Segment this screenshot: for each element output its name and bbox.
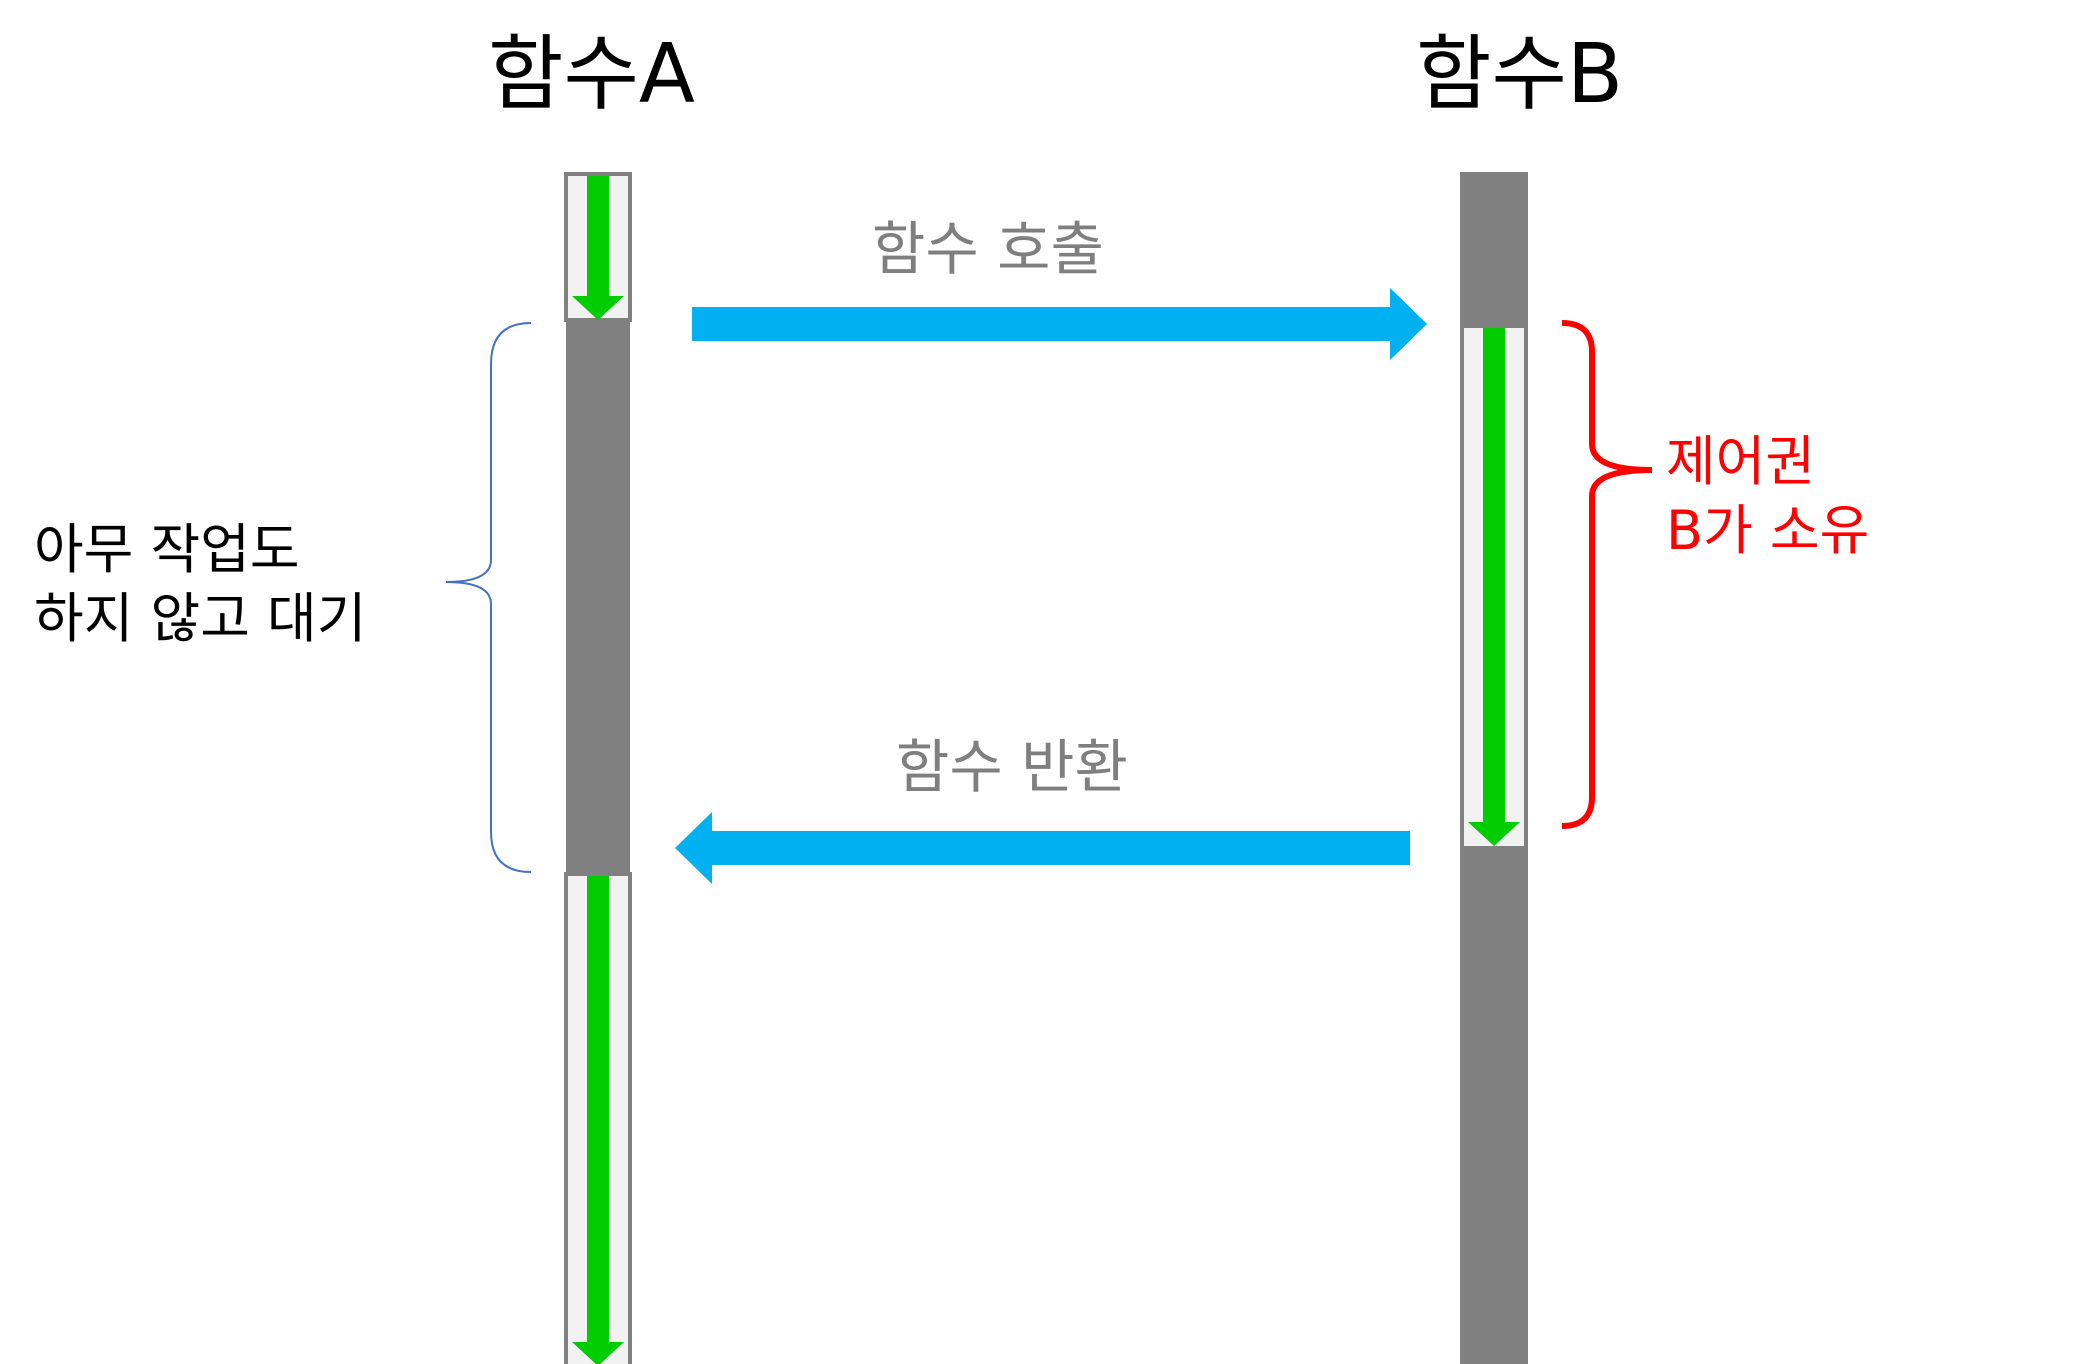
return-label: 함수 반환	[896, 733, 1128, 801]
lifeline-function-b	[1460, 172, 1528, 1364]
function-a-title: 함수A	[488, 27, 695, 122]
control-label: 제어권 B가 소유	[1666, 428, 1869, 565]
b-idle-segment-top	[1460, 172, 1528, 326]
call-arrow	[692, 288, 1427, 360]
a-execution-arrow-bottom	[572, 876, 624, 1364]
control-label-line2: B가 소유	[1666, 498, 1870, 562]
wait-label-line2: 하지 않고 대기	[34, 586, 367, 650]
return-arrow	[675, 812, 1410, 884]
wait-brace	[445, 322, 532, 873]
a-execution-arrow-top	[572, 176, 624, 320]
control-brace	[1561, 320, 1653, 829]
b-idle-segment-bottom	[1460, 848, 1528, 1364]
call-label: 함수 호출	[872, 215, 1104, 283]
wait-label-line1: 아무 작업도	[34, 518, 300, 581]
control-label-line1: 제어권	[1666, 430, 1816, 493]
a-idle-segment	[566, 320, 630, 874]
function-b-title: 함수B	[1416, 27, 1624, 122]
b-execution-arrow	[1468, 328, 1520, 846]
lifeline-function-a	[564, 172, 632, 1364]
wait-label: 아무 작업도 하지 않고 대기	[34, 516, 366, 653]
